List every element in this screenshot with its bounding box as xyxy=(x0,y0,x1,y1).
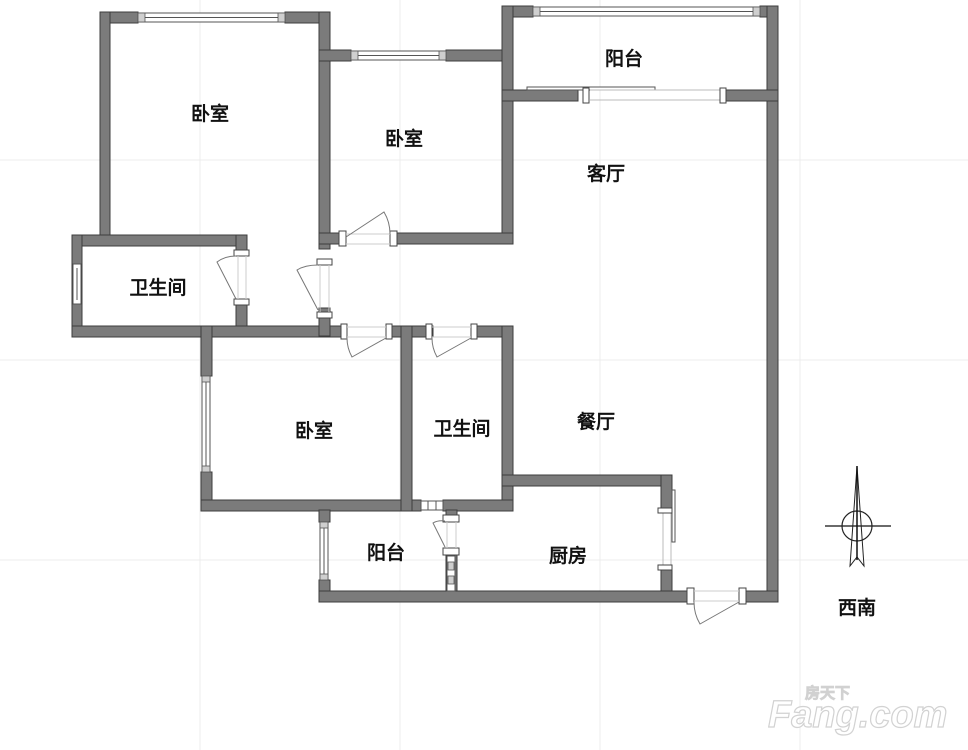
room-label-balcony-north: 阳台 xyxy=(605,47,643,70)
watermark-logo: 房天下 Fang.com xyxy=(767,684,948,737)
room-label-bedroom-1: 卧室 xyxy=(191,102,229,125)
room-label-balcony-south: 阳台 xyxy=(367,541,405,564)
room-label-bathroom-2: 卫生间 xyxy=(433,417,490,440)
room-label-bedroom-3: 卧室 xyxy=(295,419,333,442)
room-label-bathroom-1: 卫生间 xyxy=(129,276,186,299)
walls xyxy=(71,5,779,603)
room-label-living-room: 客厅 xyxy=(587,162,625,185)
windows xyxy=(72,6,761,592)
compass-direction-label: 西南 xyxy=(838,597,876,619)
watermark-brand: Fang.com xyxy=(768,694,947,736)
watermark-brand-cn: 房天下 xyxy=(805,684,850,702)
room-labels: 卧室 卧室 阳台 客厅 卫生间 卧室 卫生间 餐厅 阳台 厨房 xyxy=(129,47,643,567)
doors xyxy=(216,211,747,625)
room-label-bedroom-2: 卧室 xyxy=(385,127,423,150)
room-label-dining-room: 餐厅 xyxy=(577,410,615,433)
compass-icon: 西南 xyxy=(825,465,891,619)
room-label-kitchen: 厨房 xyxy=(549,544,587,567)
